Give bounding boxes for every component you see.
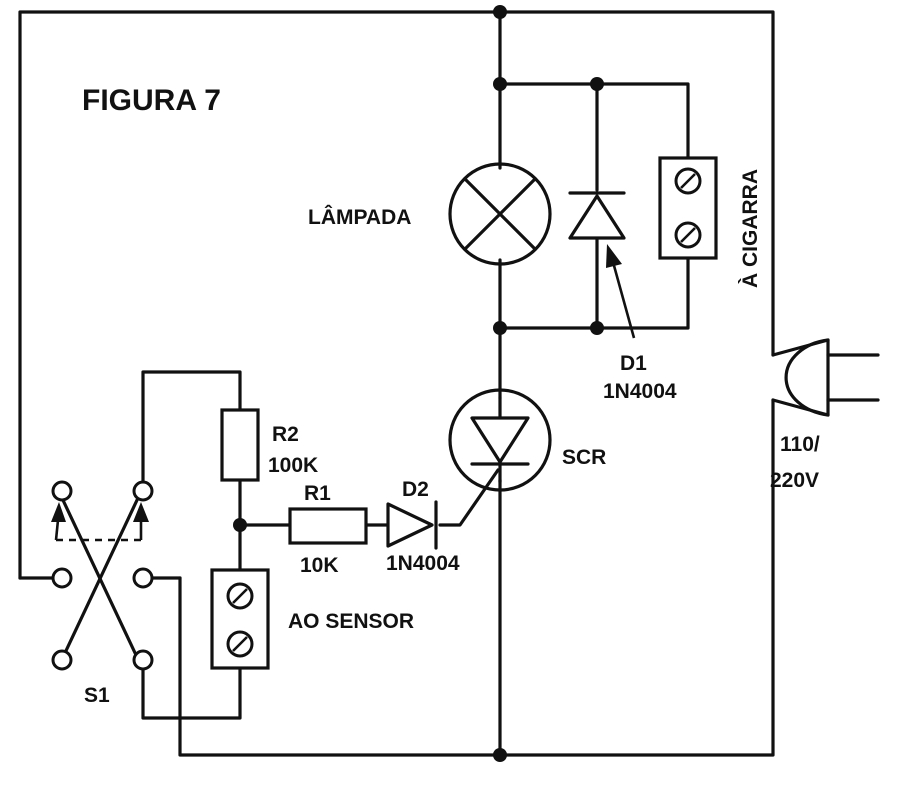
r1-ref-label: R1 xyxy=(304,482,331,505)
r2-top-wire xyxy=(141,370,242,489)
r2-ref-label: R2 xyxy=(272,423,299,446)
mains-voltage-label-2: 220V xyxy=(770,469,819,492)
junction-dot xyxy=(233,518,247,532)
junction-dot xyxy=(493,321,507,335)
figure-title: FIGURA 7 xyxy=(82,84,221,117)
d1-ref-label: D1 xyxy=(620,352,647,375)
sensor-label: AO SENSOR xyxy=(288,610,414,633)
diode-d1-symbol xyxy=(568,191,626,240)
top-rail-wire xyxy=(18,10,775,580)
mains-voltage-label-1: 110/ xyxy=(780,433,820,456)
bottom-rail-wire xyxy=(178,398,775,757)
s1-label: S1 xyxy=(84,684,110,707)
lamp-symbol xyxy=(448,162,552,266)
d2-part-label: 1N4004 xyxy=(386,552,460,575)
sensor-bottom-wire xyxy=(141,661,242,720)
resistor-r1-symbol xyxy=(288,507,368,545)
d1-pointer-arrow xyxy=(606,244,636,339)
lamp-label: LÂMPADA xyxy=(308,205,411,229)
r1-value-label: 10K xyxy=(300,554,339,577)
resistor-r2-symbol xyxy=(220,408,260,482)
junction-dot xyxy=(493,748,507,762)
junctions xyxy=(233,5,604,762)
buzzer-label: À CIGARRA xyxy=(739,169,762,288)
diode-d2-symbol xyxy=(386,500,438,550)
buzzer-terminal-block xyxy=(658,156,718,260)
d1-part-label: 1N4004 xyxy=(603,380,677,403)
r2-value-label: 100K xyxy=(268,454,318,477)
junction-dot xyxy=(590,77,604,91)
switch-s1-symbol xyxy=(51,480,154,671)
junction-dot xyxy=(493,5,507,19)
mains-plug-symbol xyxy=(771,338,880,417)
branch-top-bus xyxy=(498,82,690,160)
junction-dot xyxy=(590,321,604,335)
scr-symbol xyxy=(448,388,552,492)
sensor-terminal-block xyxy=(210,568,270,670)
scr-label: SCR xyxy=(562,446,606,469)
branch-bottom-bus xyxy=(498,256,690,330)
junction-dot xyxy=(493,77,507,91)
d2-ref-label: D2 xyxy=(402,478,429,501)
